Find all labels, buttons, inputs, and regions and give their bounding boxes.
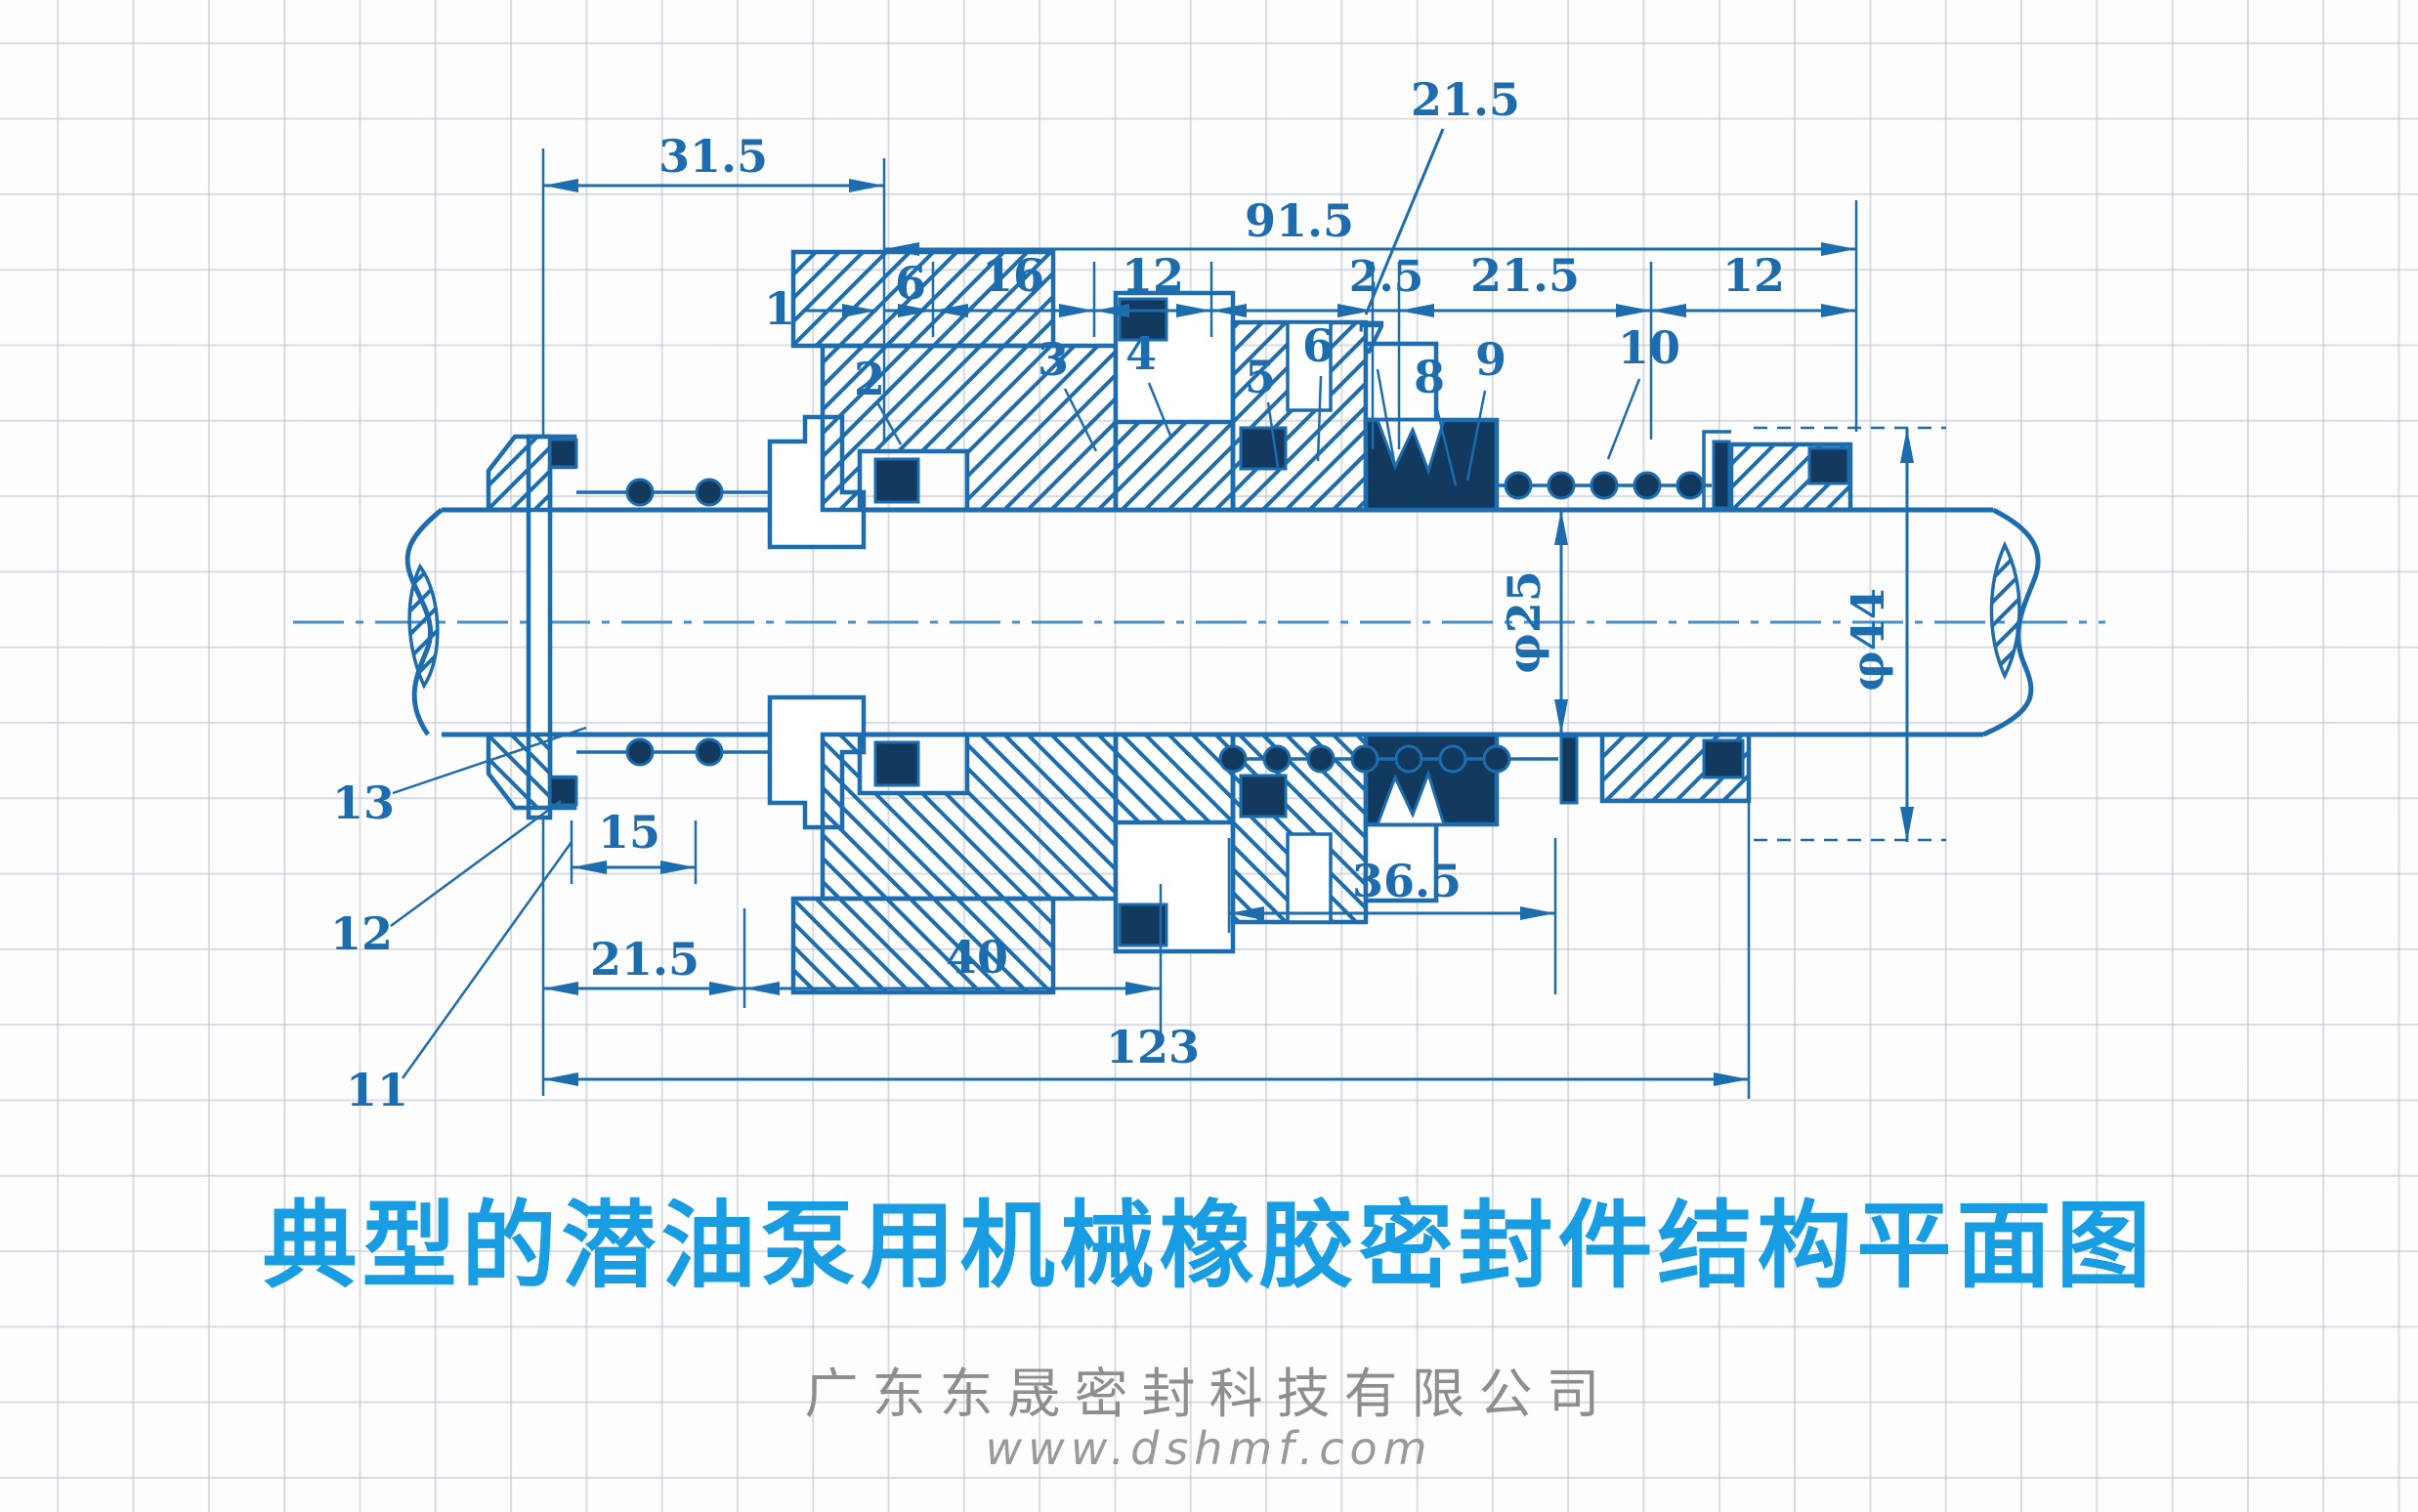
part-label-1: 1 [764, 282, 795, 335]
shaft-left-break-hatch [407, 563, 440, 690]
part-label-5: 5 [1245, 351, 1276, 403]
company-name: 广东东晟密封科技有限公司 [804, 1363, 1614, 1425]
dim-label-12-right: 12 [1722, 249, 1785, 302]
part-label-11: 11 [346, 1064, 408, 1116]
dim-label-36-5: 36.5 [1352, 855, 1462, 907]
spring-coil [1482, 744, 1511, 774]
part-label-13: 13 [332, 777, 395, 829]
dim-label-31-5: 31.5 [658, 130, 768, 183]
sleeve-oring [1807, 446, 1850, 485]
dim-label-40: 40 [946, 931, 1008, 984]
dim-label-dia25: φ25 [1498, 570, 1550, 674]
spring-coil [1306, 744, 1336, 774]
page-title: 典型的潜油泵用机械橡胶密封件结构平面图 [262, 1191, 2156, 1301]
dim-label-dia44: φ44 [1842, 588, 1894, 692]
dim-label-21-5: 21.5 [1470, 249, 1580, 302]
part-label-9: 9 [1475, 333, 1506, 386]
upper-right-spring-sleeve [1497, 430, 1853, 513]
part-label-12: 12 [330, 907, 393, 960]
spring-coil [1350, 744, 1379, 774]
collar-oring [548, 438, 578, 469]
dim-label-123: 123 [1106, 1021, 1200, 1073]
shaft-right-break-hatch [1989, 540, 2021, 681]
ring-slot [1286, 320, 1333, 412]
dim-label-2-5: 2.5 [1349, 252, 1424, 302]
gland-oring [873, 457, 920, 504]
spring-washer [1712, 440, 1731, 510]
spring-coil [1676, 471, 1705, 500]
part-leader-lines [390, 368, 1641, 1079]
seal-assembly-upper [486, 249, 1500, 550]
spring-coil [1547, 471, 1576, 500]
part-label-3: 3 [1038, 333, 1069, 386]
spring-coil [625, 478, 655, 507]
sleeve-step [1702, 430, 1731, 510]
dim-label-12-left: 12 [1122, 249, 1184, 302]
dim-label-21-5-bottom: 21.5 [590, 933, 700, 986]
spring-coil [695, 478, 724, 507]
spring-coil [1394, 744, 1423, 774]
dim-label-16: 16 [982, 249, 1044, 302]
spring-coil [1504, 471, 1533, 500]
dim-label-15: 15 [598, 806, 660, 859]
ring-oring [1239, 426, 1288, 471]
lower-right-spring-sleeve [1218, 732, 1752, 805]
part-label-10: 10 [1618, 321, 1680, 374]
part-label-7: 7 [1356, 312, 1387, 364]
sleeve-oring-lower [1702, 738, 1745, 779]
seat-cup-hatch [1113, 419, 1236, 513]
spring-coil [1633, 471, 1662, 500]
spring-coil [1262, 744, 1292, 774]
dim-label-91-5: 91.5 [1245, 194, 1354, 247]
callout-slash [1364, 128, 1445, 315]
dimension-lines [543, 128, 1914, 1086]
spring-coil [1438, 744, 1467, 774]
part-label-2: 2 [854, 353, 885, 405]
dim-label-6: 6 [895, 257, 926, 310]
part-label-8: 8 [1414, 351, 1445, 403]
part-label-6: 6 [1302, 319, 1334, 372]
dim-label-callout-21-5: 21.5 [1411, 73, 1520, 126]
website-url: www.dshmf.com [985, 1422, 1433, 1475]
spring-coil [1590, 471, 1619, 500]
part-label-4: 4 [1125, 327, 1157, 380]
spring-washer-lower [1559, 735, 1579, 805]
spring-coil [1218, 744, 1248, 774]
